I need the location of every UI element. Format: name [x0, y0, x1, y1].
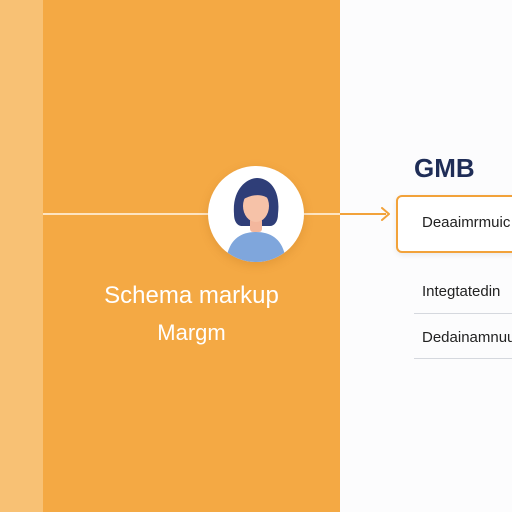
orange-panel [43, 0, 340, 512]
schema-markup-title: Schema markup [104, 282, 279, 309]
connector-arrow-line [340, 213, 386, 215]
connector-line-left [43, 213, 209, 215]
list-divider [414, 358, 512, 359]
highlighted-item-label: Deaaimrmuic [422, 214, 511, 231]
list-divider [414, 313, 512, 314]
list-item[interactable]: Integtatedin [422, 283, 501, 300]
schema-subtitle: Margm [157, 320, 226, 345]
person-avatar-icon [226, 178, 286, 262]
gmb-heading: GMB [414, 153, 475, 183]
connector-line-right [304, 213, 340, 215]
arrow-right-icon [381, 207, 390, 221]
highlighted-list-item[interactable] [396, 195, 512, 253]
avatar[interactable] [208, 166, 304, 262]
right-panel [340, 0, 512, 512]
left-accent-stripe [0, 0, 43, 512]
list-item[interactable]: Dedainamnuu [422, 329, 512, 346]
